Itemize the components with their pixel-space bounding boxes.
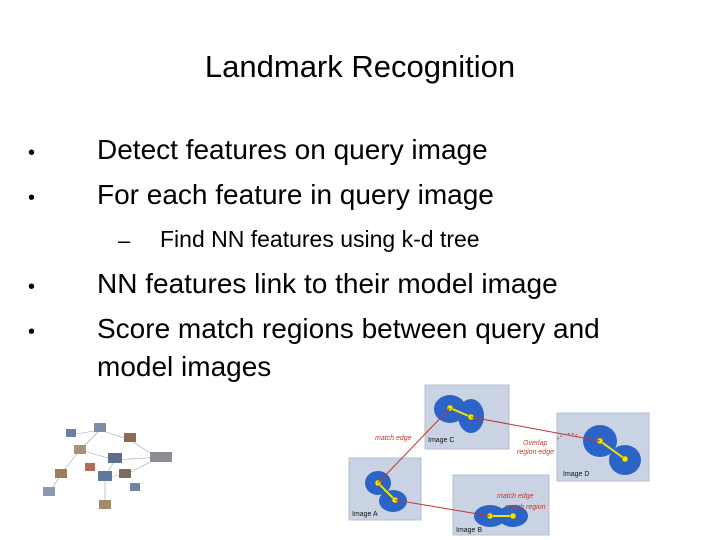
bullet-marker: • — [28, 276, 36, 298]
bullet-for-each-feature: For each feature in query image — [97, 179, 494, 210]
bullet-marker: • — [28, 187, 36, 209]
slide-title: Landmark Recognition — [204, 49, 516, 84]
feature-node — [621, 455, 629, 463]
match-edge-line — [470, 416, 601, 442]
sub-bullet-kd-tree: Find NN features using k-d tree — [160, 226, 480, 252]
label-image-a: Image A — [352, 511, 378, 518]
image-b-panel — [452, 474, 550, 536]
label-image-c: Image C — [428, 437, 454, 444]
bullet-detect-features: Detect features on query image — [97, 134, 488, 165]
thumbnail-cluster — [43, 423, 172, 509]
bullet-score-regions: Score match regions between query and — [97, 313, 600, 344]
image-graph-thumbnails — [43, 423, 172, 509]
match-region-diagram: match edge Image C Overlap region edge I… — [348, 384, 650, 536]
label-region-edge: region edge — [517, 449, 554, 456]
label-match-region: match region — [505, 504, 546, 511]
label-match-edge: match edge — [375, 435, 412, 442]
bullet-marker: • — [28, 321, 36, 343]
bullet-marker: • — [28, 142, 36, 164]
sub-bullet-marker: – — [118, 228, 131, 253]
match-edge-line — [394, 499, 491, 517]
feature-node — [509, 512, 517, 520]
label-image-b: Image B — [456, 527, 482, 534]
match-edge-line — [377, 407, 451, 484]
bullet-score-regions-cont: model images — [97, 351, 272, 382]
bullet-nn-link: NN features link to their model image — [97, 268, 558, 299]
label-overlap: Overlap — [523, 440, 548, 447]
label-match-edge-2: match edge — [497, 493, 534, 500]
overlap-edge-line — [556, 433, 578, 440]
label-image-d: Image D — [563, 471, 589, 478]
